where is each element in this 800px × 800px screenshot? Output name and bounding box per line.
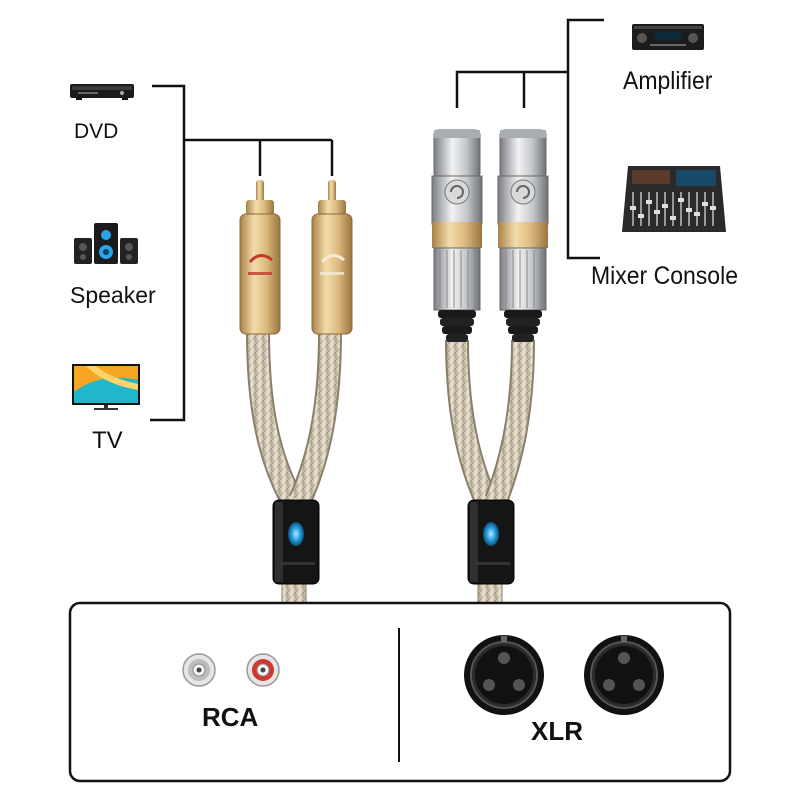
device-label-amplifier: Amplifier <box>623 67 713 95</box>
rca-jack-red-icon <box>246 653 280 687</box>
connector-panel <box>68 601 732 783</box>
tv-icon <box>72 364 140 410</box>
rca-plug-left <box>239 180 281 335</box>
speaker-system-icon <box>74 223 138 264</box>
mixer-console-icon <box>622 166 726 232</box>
dvd-player-icon <box>70 84 134 100</box>
rca-jack-white-icon <box>182 653 216 687</box>
right-bracket-lines <box>455 18 604 260</box>
amplifier-icon <box>632 24 704 50</box>
xlr-plug-left <box>431 129 483 342</box>
device-label-speaker: Speaker <box>70 282 156 308</box>
device-label-dvd: DVD <box>74 120 119 143</box>
xlr-jack-right-icon <box>584 635 664 715</box>
device-label-mixer-console: Mixer Console <box>591 262 738 290</box>
connector-label-rca: RCA <box>202 702 259 732</box>
left-bracket-lines <box>150 84 334 422</box>
xlr-splitter <box>467 499 515 585</box>
device-label-tv: TV <box>92 427 123 454</box>
xlr-plug-right <box>497 129 549 342</box>
rca-plug-right <box>311 180 353 335</box>
xlr-jack-left-icon <box>464 635 544 715</box>
rca-splitter <box>272 499 320 585</box>
connector-label-xlr: XLR <box>531 716 583 746</box>
